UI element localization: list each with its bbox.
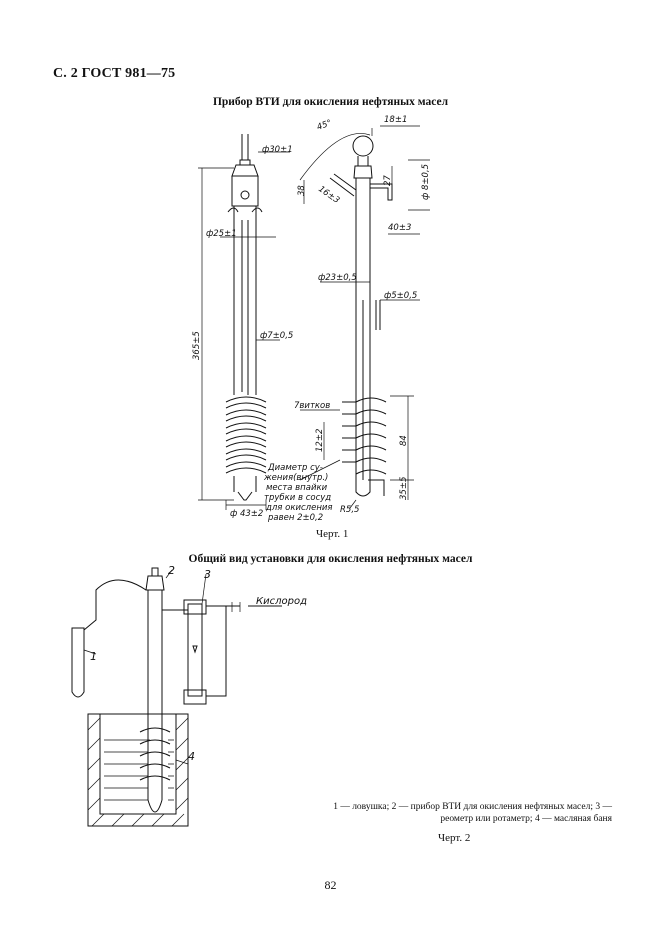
dim-h16: 16±3: [316, 184, 341, 206]
page-header: С. 2 ГОСТ 981—75: [53, 66, 176, 81]
note-line-1: Диаметр су-: [267, 463, 323, 473]
label-3: 3: [204, 568, 211, 581]
dim-h12: 12±2: [315, 429, 325, 452]
dim-turns: 7витков: [294, 401, 330, 411]
vti-apparatus-front-view: ф30±1 ф25±1 ф7±0,5 ф 43±2 365±5: [192, 134, 293, 519]
dim-d5: ф5±0,5: [384, 291, 417, 301]
label-oxygen: Кислород: [256, 596, 307, 607]
figure2-caption: Черт. 2: [438, 832, 471, 844]
note-line-6: равен 2±0,2: [267, 513, 323, 523]
dim-r18: 18±1: [384, 115, 407, 125]
page-number: 82: [324, 878, 337, 892]
dim-d25: ф25±1: [206, 229, 237, 239]
note-line-5: для окисления: [265, 503, 333, 513]
figure2-legend: 1 — ловушка; 2 — прибор ВТИ для окислени…: [333, 802, 612, 824]
dim-h38: 38: [297, 185, 307, 196]
dim-d8: ф 8±0,5: [421, 164, 431, 200]
dim-h27: 27: [383, 175, 393, 186]
figure1-title: Прибор ВТИ для окисления нефтяных масел: [212, 96, 449, 108]
label-4: 4: [188, 750, 195, 763]
figure1-caption: Черт. 1: [316, 528, 349, 540]
dim-len365: 365±5: [192, 331, 202, 360]
dim-d43: ф 43±2: [230, 509, 263, 519]
dim-h84: 84: [399, 435, 409, 446]
vti-apparatus-side-view: 45° 18±1 38 16±3 27 ф 8±0,5 40±3 ф23±0,5…: [263, 115, 431, 523]
oxidation-setup-drawing: 2 3 1 4 Кислород: [71, 564, 307, 827]
note-line-2: жения(внутр.): [263, 473, 328, 483]
figure2-title: Общий вид установки для окисления нефтян…: [188, 553, 473, 565]
dim-r55: R5,5: [340, 505, 359, 515]
constriction-note: Диаметр су- жения(внутр.) места впайки т…: [263, 463, 333, 523]
label-1: 1: [90, 650, 97, 663]
dim-d7: ф7±0,5: [260, 331, 293, 341]
dim-h35: 35±5: [399, 477, 409, 500]
label-2: 2: [168, 564, 175, 577]
note-line-4: трубки в сосуд: [264, 493, 331, 503]
dim-d23: ф23±0,5: [318, 273, 357, 283]
dim-angle45: 45°: [316, 118, 334, 133]
dim-w40: 40±3: [388, 223, 411, 233]
note-line-3: места впайки: [266, 483, 328, 493]
dim-d30: ф30±1: [262, 145, 293, 155]
